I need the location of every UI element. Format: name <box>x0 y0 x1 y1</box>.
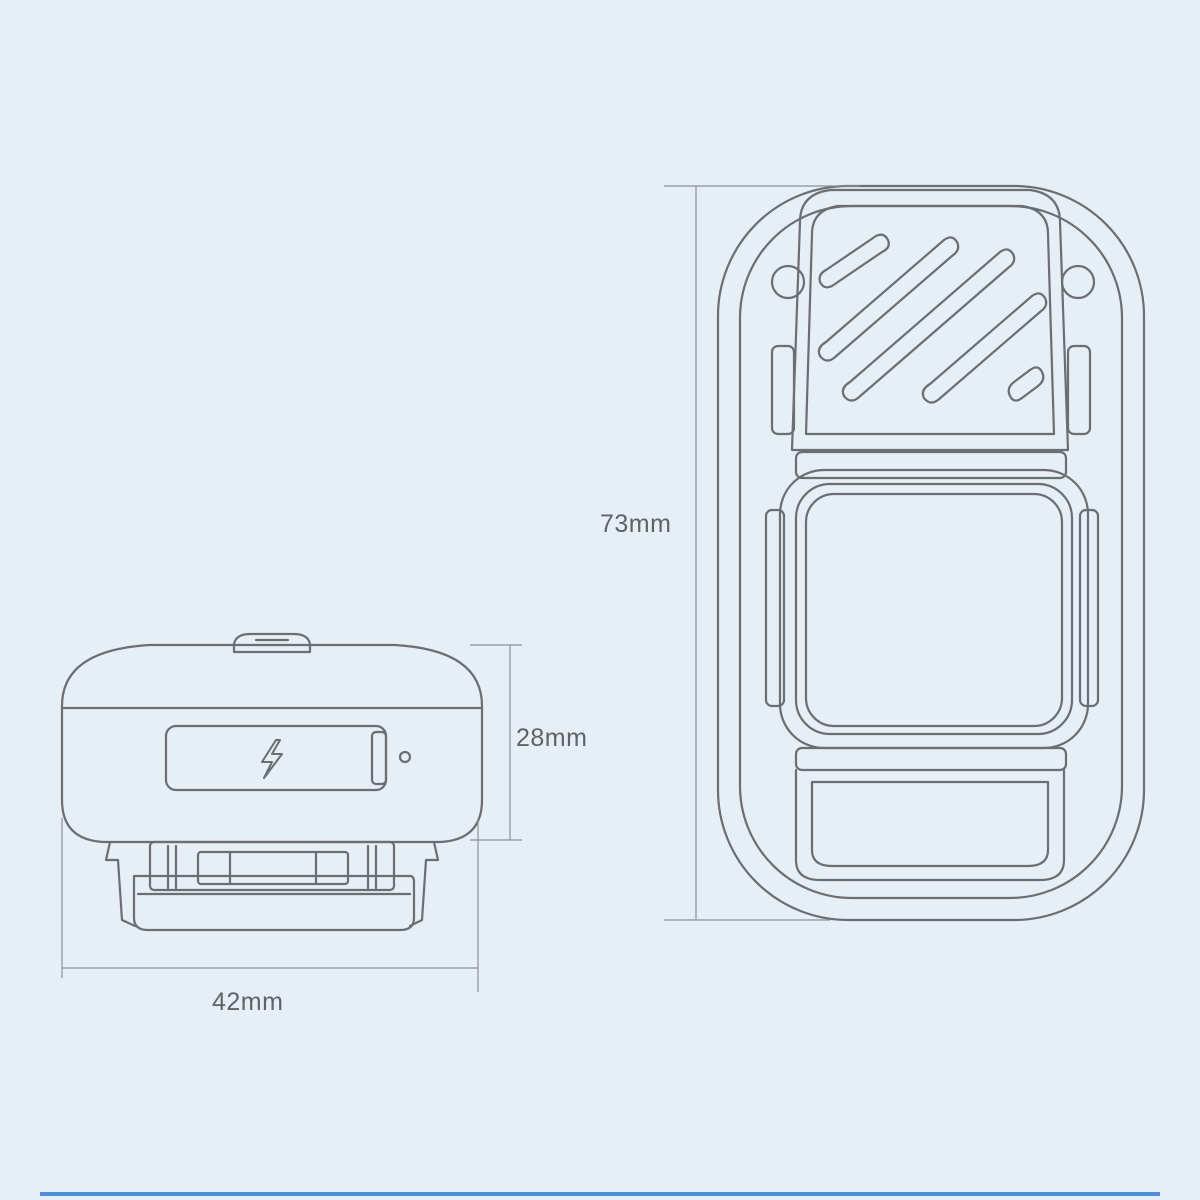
grip-slots <box>817 233 1048 404</box>
charger-inner-frame <box>794 482 1074 736</box>
lower-band <box>794 746 1068 772</box>
left-side-tab <box>770 344 796 436</box>
middle-band <box>794 450 1068 480</box>
status-led <box>398 750 412 764</box>
top-dimension-lines <box>664 185 860 921</box>
top-button <box>232 632 312 654</box>
left-grip-rail <box>764 508 786 708</box>
lower-clamp-face <box>810 780 1050 868</box>
indicator-panel <box>164 724 388 792</box>
front-width-label: 42mm <box>212 988 284 1016</box>
lower-clamp-arm <box>794 768 1066 882</box>
left-clamp-leg <box>104 840 137 928</box>
charging-pad <box>804 492 1064 728</box>
right-knob <box>1060 264 1096 300</box>
top-view <box>716 184 1146 922</box>
mechanism-core <box>196 850 350 886</box>
front-height-label: 28mm <box>516 724 588 752</box>
grip-slot-3 <box>841 248 1016 402</box>
left-knob <box>770 264 806 300</box>
charger-outer-frame <box>778 468 1090 750</box>
right-clamp-leg <box>408 840 440 928</box>
top-height-label: 73mm <box>600 510 672 538</box>
front-body <box>60 643 484 844</box>
right-side-tab <box>1066 344 1092 436</box>
grip-slot-1 <box>818 233 890 289</box>
indicator-panel-edge <box>370 730 388 786</box>
front-dimension-lines <box>61 644 522 992</box>
lightning-bolt-icon <box>261 739 283 779</box>
accent-bar <box>40 1192 1160 1196</box>
upper-clamp-face <box>804 204 1056 436</box>
grip-slot-2 <box>817 236 960 362</box>
outer-shell <box>716 184 1146 922</box>
grip-slot-4 <box>921 292 1048 404</box>
grip-slot-5 <box>1007 366 1045 402</box>
front-view <box>60 632 484 932</box>
bottom-grip <box>132 874 416 932</box>
upper-clamp-arm <box>790 188 1070 452</box>
mechanism-frame <box>148 840 396 892</box>
